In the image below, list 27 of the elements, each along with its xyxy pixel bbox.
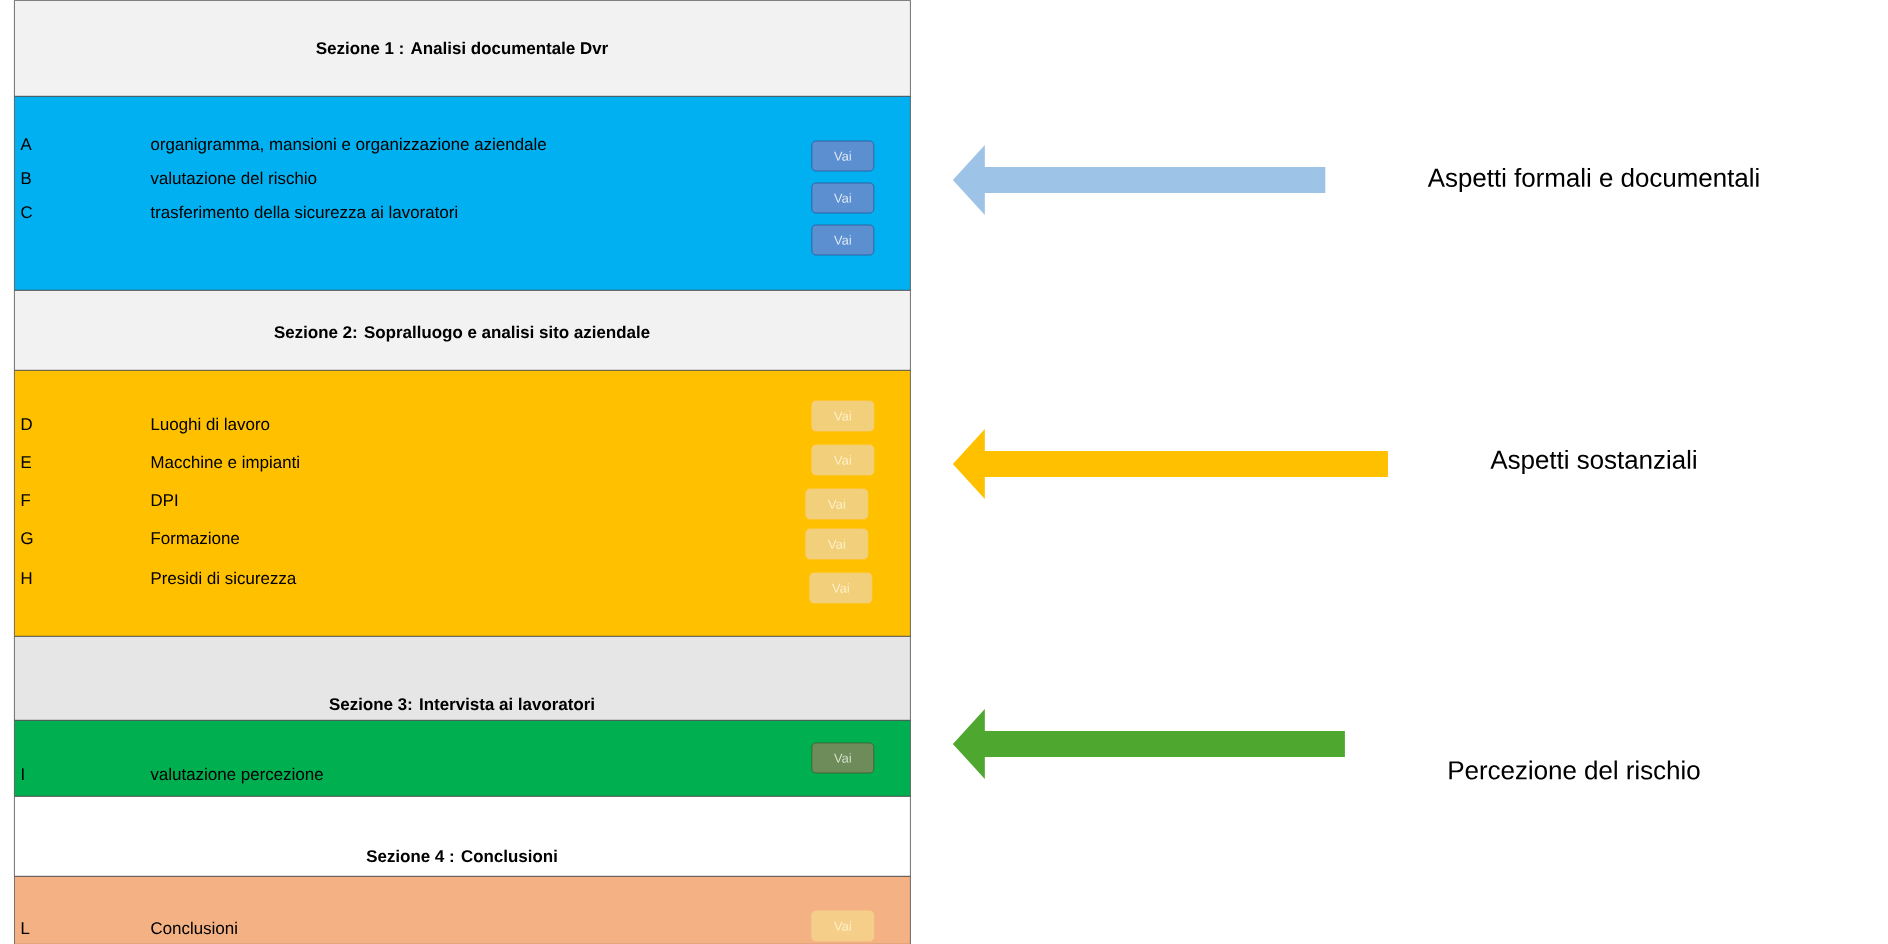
row-letter: I <box>22 768 24 780</box>
section-header: Sezione 4 : Conclusioni <box>14 796 911 877</box>
side-note: Aspetti sostanziali <box>1490 449 1696 475</box>
row-label: Presidi di sicurezza <box>151 571 297 585</box>
section-header: Sezione 2: Sopralluogo e analisi sito aziendale <box>14 290 911 371</box>
row-letter: F <box>21 494 31 506</box>
row-letter: E <box>21 456 31 468</box>
row-label: DPI <box>151 494 178 506</box>
row-label: Luoghi di lavoro <box>151 417 270 434</box>
row-label: Conclusioni <box>151 921 237 935</box>
row-letter: B <box>21 172 31 184</box>
row-label: organigramma, mansioni e organizzazione aziendale <box>151 137 546 154</box>
row-label: Formazione <box>151 531 240 545</box>
section-header: Sezione 3: Intervista ai lavoratori <box>14 636 911 721</box>
row-letter: A <box>20 138 32 150</box>
row-letter: H <box>21 572 32 584</box>
side-note: Percezione del rischio <box>1449 760 1700 780</box>
row-label: valutazione del rischio <box>150 171 317 185</box>
side-note: Aspetti formali e documentali <box>1427 167 1759 193</box>
row-letter: G <box>21 532 33 545</box>
row-letter: C <box>21 206 32 219</box>
row-label: Macchine e impianti <box>151 455 299 472</box>
row-letter: L <box>21 922 30 934</box>
section-header: Sezione 1 : Analisi documentale Dvr <box>14 0 911 97</box>
row-label: valutazione percezione <box>150 767 323 784</box>
row-letter: D <box>21 418 32 430</box>
row-label: trasferimento della sicurezza ai lavoratori <box>150 205 458 219</box>
